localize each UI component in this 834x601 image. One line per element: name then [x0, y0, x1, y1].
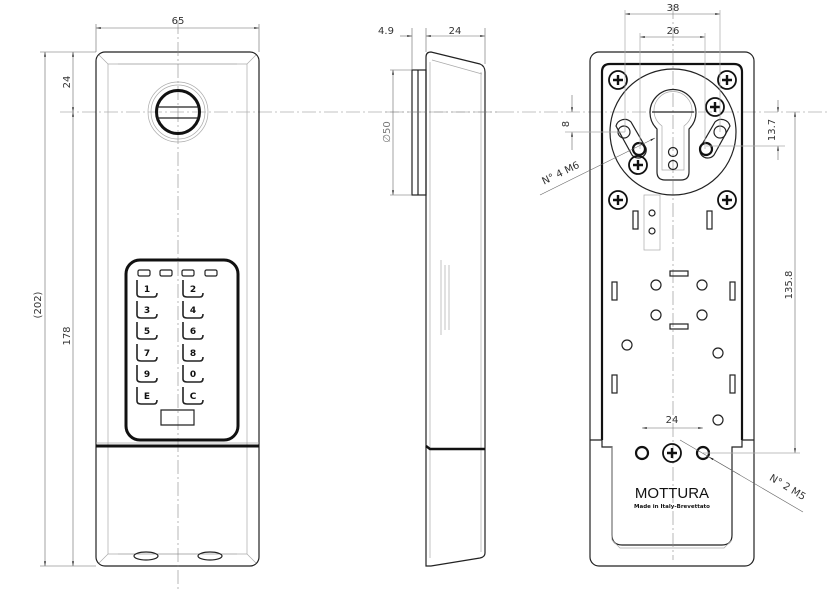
dim-offset: 8 [561, 121, 572, 127]
dim-overall-height: (202) [33, 291, 44, 318]
note-m6: N° 4 M6 [540, 160, 581, 188]
knob [147, 81, 209, 143]
keypad-key-label: 4 [190, 306, 196, 316]
dim-bottom-span: 24 [666, 415, 679, 426]
bottom-hole [133, 551, 159, 561]
led-indicator [204, 269, 218, 277]
screw-icon [716, 189, 738, 211]
keypad-key-label: 9 [144, 370, 150, 380]
cylinder-profile-cutout [649, 88, 697, 181]
dim-plate-thickness: 4.9 [378, 26, 394, 37]
dim-diameter: ∅50 [382, 121, 393, 142]
keypad-key[interactable]: 4 [182, 301, 204, 319]
led-indicator [181, 269, 195, 277]
cam-slot-left [615, 118, 647, 159]
keypad-key-label: C [190, 392, 197, 402]
keypad-key[interactable]: 9 [136, 365, 158, 383]
screw-icon [607, 69, 629, 91]
keypad-key-label: 2 [190, 285, 196, 295]
screw-icon [704, 96, 726, 118]
brand-logo: MOTTURA [635, 485, 709, 502]
keypad-bottom-button[interactable] [160, 409, 195, 426]
dim-top-to-knob: 24 [62, 76, 73, 89]
keypad-key-label: 8 [190, 349, 196, 359]
keypad-key-label: 1 [144, 285, 150, 295]
note-m5: N° 2 M5 [767, 473, 807, 503]
dim-inner-span: 26 [667, 26, 680, 37]
keypad-key[interactable]: E [136, 387, 158, 405]
screw-icon [716, 69, 738, 91]
screw-icon [661, 442, 683, 464]
led-indicator [137, 269, 151, 277]
dim-depth: 24 [449, 26, 462, 37]
keypad-key[interactable]: 8 [182, 344, 204, 362]
side-view: 4.9 24 ∅50 [378, 26, 500, 567]
screw-icon [627, 154, 649, 176]
keypad-key-label: 0 [190, 370, 196, 380]
keypad-key[interactable]: 6 [182, 322, 204, 340]
keypad-key[interactable]: 5 [136, 322, 158, 340]
dim-knob-to-bottom: 178 [62, 326, 73, 345]
dim-vertical: 135.8 [784, 271, 795, 300]
keypad-key[interactable]: 0 [182, 365, 204, 383]
front-view: 1 2 3 4 5 6 7 8 9 0E C 65 24 178 (202) [33, 16, 260, 590]
keypad-key[interactable]: 7 [136, 344, 158, 362]
bottom-hole [197, 551, 223, 561]
keypad-key[interactable]: 2 [182, 280, 204, 298]
keypad-key-label: 6 [190, 327, 196, 337]
keypad-key-label: 3 [144, 306, 150, 316]
keypad-key-label: 5 [144, 327, 150, 337]
dim-cam: 13.7 [767, 119, 778, 141]
dim-width: 65 [172, 16, 185, 27]
rear-view: MOTTURA Made in Italy-Brevettato 38 26 8… [539, 3, 807, 567]
keypad-key-label: 7 [144, 349, 150, 359]
keypad: 1 2 3 4 5 6 7 8 9 0E C [124, 258, 240, 442]
keypad-key-label: E [144, 392, 150, 402]
dim-outer-span: 38 [667, 3, 680, 14]
screw-icon [607, 189, 629, 211]
keypad-key[interactable]: 1 [136, 280, 158, 298]
keypad-key[interactable]: C [182, 387, 204, 405]
keypad-key[interactable]: 3 [136, 301, 158, 319]
brand-subtitle: Made in Italy-Brevettato [634, 504, 710, 510]
cam-slot-right [698, 118, 731, 159]
led-indicator [159, 269, 173, 277]
